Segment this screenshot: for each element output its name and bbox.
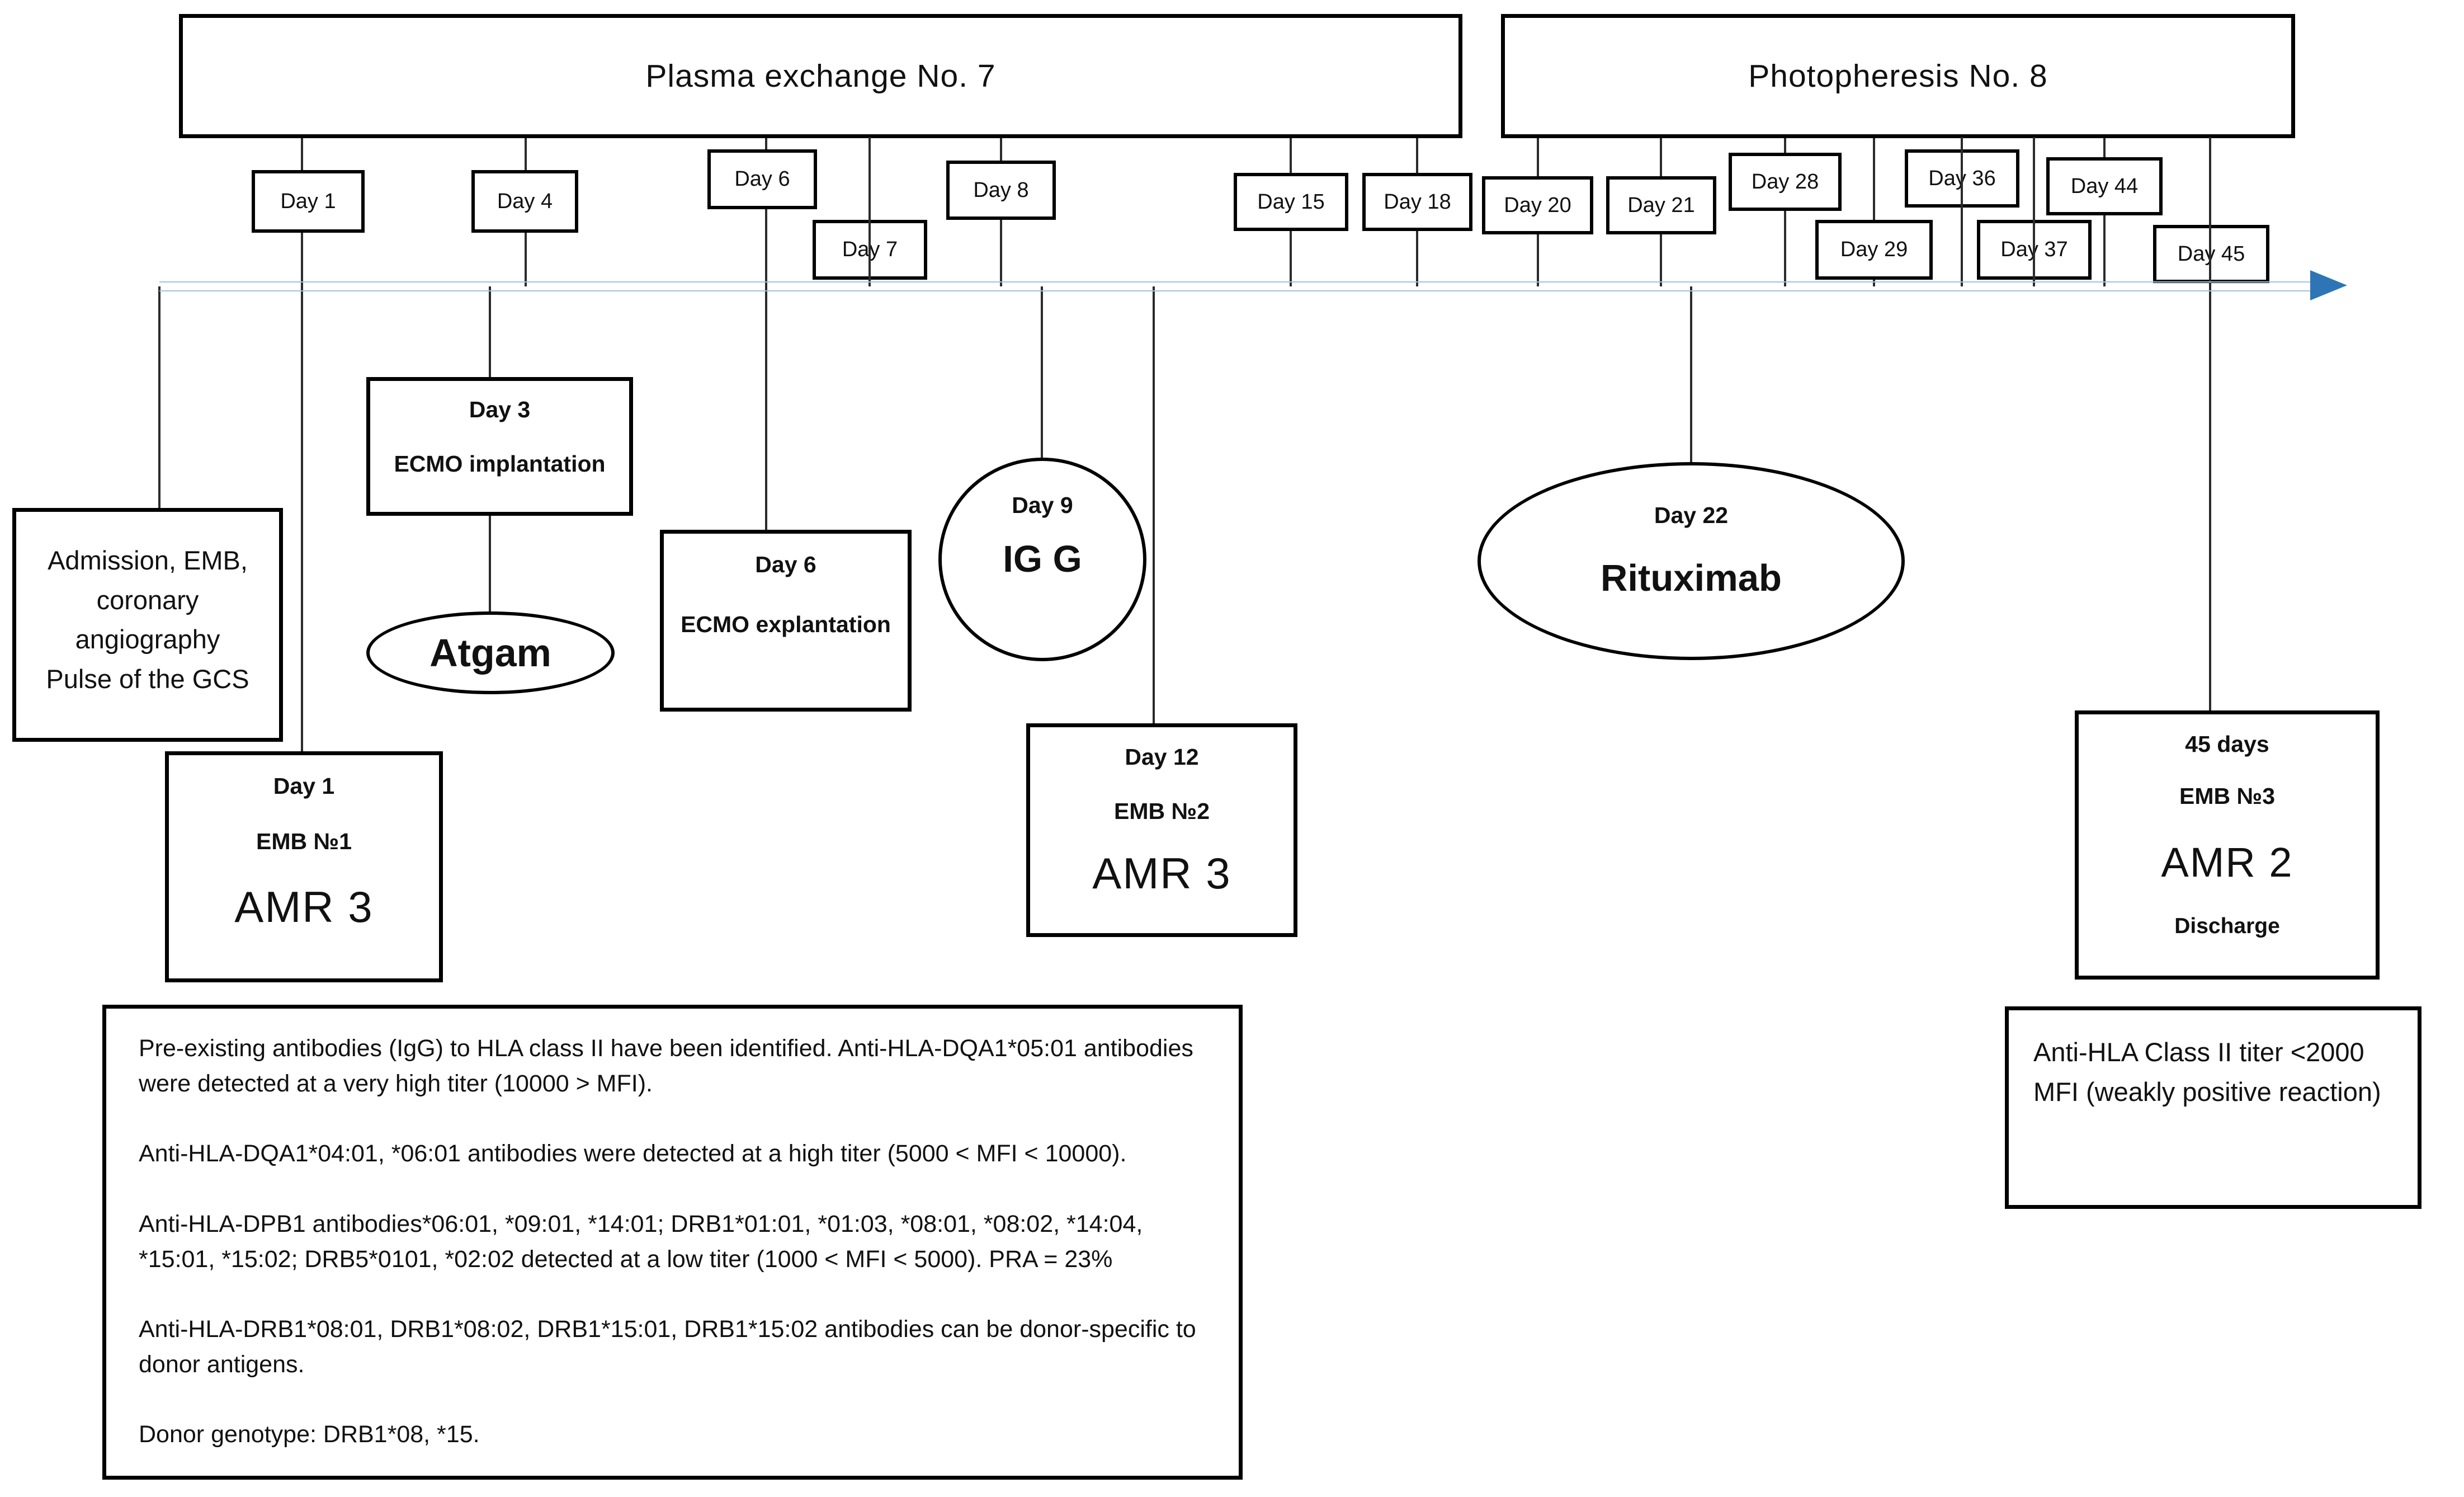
phase-header-plasma-exchange-label: Plasma exchange No. 7 [645, 58, 996, 94]
connector-emb2 [1153, 286, 1155, 723]
event-admission-box: Admission, EMB, coronary angiography Pul… [12, 508, 283, 742]
igg-day: Day 9 [1012, 492, 1073, 518]
day-box-29: Day 29 [1815, 220, 1933, 280]
event-rituximab-ellipse: Day 22 Rituximab [1478, 462, 1905, 660]
discharge-label: Discharge [2174, 914, 2280, 938]
emb3-result: AMR 2 [2161, 839, 2293, 886]
day-box-44-label: Day 44 [2070, 174, 2139, 198]
timeline-tick-day7 [868, 137, 871, 286]
admission-line-1: Admission, EMB, [48, 545, 248, 575]
event-igg-circle: Day 9 IG G [938, 458, 1146, 661]
connector-day6-ecmo-explantation [765, 137, 767, 530]
day-box-18-label: Day 18 [1384, 190, 1451, 214]
emb1-label: EMB №1 [256, 828, 352, 854]
timeline-tick-day29 [1873, 137, 1875, 286]
phase-header-photopheresis-label: Photopheresis No. 8 [1748, 58, 2048, 94]
connector-day1-emb1 [301, 137, 303, 751]
emb3-label: EMB №3 [2179, 783, 2275, 809]
day-box-29-label: Day 29 [1840, 238, 1908, 261]
timeline-arrowhead-icon [2310, 270, 2347, 300]
day-box-45-label: Day 45 [2177, 242, 2245, 266]
day-box-8-label: Day 8 [973, 178, 1029, 202]
titer-note-text: Anti-HLA Class II titer <2000 MFI (weakl… [2033, 1037, 2381, 1107]
day-box-21-label: Day 21 [1627, 193, 1695, 217]
day-box-21: Day 21 [1606, 176, 1716, 234]
antibody-note-paragraph-2: Anti-HLA-DQA1*04:01, *06:01 antibodies w… [139, 1140, 1127, 1168]
event-ecmo-explantation-box: Day 6 ECMO explantation [660, 530, 912, 712]
timeline-tick-day28 [1784, 137, 1786, 286]
emb2-label: EMB №2 [1113, 798, 1210, 824]
emb1-result: AMR 3 [234, 882, 374, 931]
atgam-label: Atgam [429, 631, 551, 675]
rituximab-day: Day 22 [1654, 502, 1729, 528]
antibody-note-paragraph-1: Pre-existing antibodies (IgG) to HLA cla… [139, 1035, 1193, 1098]
ecmo-implantation-label: ECMO implantation [394, 451, 606, 477]
day-box-6-label: Day 6 [734, 167, 790, 191]
connector-day3-atgam [489, 516, 491, 611]
day-box-4: Day 4 [471, 170, 578, 233]
day-box-18: Day 18 [1362, 173, 1472, 231]
event-atgam-ellipse: Atgam [366, 611, 615, 694]
admission-line-4: Pulse of the GCS [46, 663, 249, 694]
connector-day45-emb3 [2209, 137, 2211, 710]
day-box-20-label: Day 20 [1504, 193, 1571, 217]
day-box-45: Day 45 [2153, 225, 2269, 283]
timeline-tick-day36 [1961, 137, 1963, 286]
antibody-note-paragraph-4: Anti-HLA-DRB1*08:01, DRB1*08:02, DRB1*15… [139, 1316, 1196, 1378]
event-emb1-box: Day 1 EMB №1 AMR 3 [165, 751, 443, 982]
event-emb3-discharge-box: 45 days EMB №3 AMR 2 Discharge [2075, 710, 2380, 980]
emb2-result: AMR 3 [1092, 849, 1231, 898]
day-box-1: Day 1 [252, 170, 365, 233]
titer-note-box: Anti-HLA Class II titer <2000 MFI (weakl… [2005, 1006, 2421, 1209]
antibody-note-paragraph-3: Anti-HLA-DPB1 antibodies*06:01, *09:01, … [139, 1210, 1143, 1273]
connector-day3-box [489, 286, 491, 377]
day-box-20: Day 20 [1482, 176, 1593, 234]
timeline-arrow-bar [159, 281, 2311, 291]
day-box-6: Day 6 [707, 149, 817, 209]
connector-rituximab [1690, 286, 1692, 462]
ecmo-explantation-label: ECMO explantation [681, 611, 891, 637]
day-box-15-label: Day 15 [1257, 190, 1325, 214]
antibody-note-paragraph-5: Donor genotype: DRB1*08, *15. [139, 1421, 480, 1448]
ecmo-explantation-day: Day 6 [755, 552, 816, 577]
admission-line-2: coronary [96, 585, 199, 615]
igg-label: IG G [1003, 538, 1082, 580]
day-box-4-label: Day 4 [497, 189, 553, 213]
connector-admission [158, 286, 161, 508]
phase-header-photopheresis: Photopheresis No. 8 [1501, 14, 2295, 138]
connector-igg [1041, 286, 1043, 458]
antibody-notes-box: Pre-existing antibodies (IgG) to HLA cla… [102, 1005, 1243, 1480]
phase-header-plasma-exchange: Plasma exchange No. 7 [179, 14, 1462, 138]
event-emb2-box: Day 12 EMB №2 AMR 3 [1026, 723, 1297, 937]
admission-line-3: angiography [75, 624, 220, 654]
day-box-8: Day 8 [946, 161, 1056, 220]
day-box-44: Day 44 [2046, 157, 2163, 215]
ecmo-implantation-day: Day 3 [469, 397, 531, 422]
rituximab-label: Rituximab [1601, 557, 1782, 599]
day-box-1-label: Day 1 [280, 189, 336, 213]
day-box-28: Day 28 [1729, 153, 1842, 211]
day-box-15: Day 15 [1234, 173, 1348, 231]
timeline-tick-day37 [2033, 137, 2035, 286]
day-box-28-label: Day 28 [1751, 170, 1819, 194]
emb3-day: 45 days [2185, 731, 2269, 757]
emb1-day: Day 1 [273, 773, 335, 799]
emb2-day: Day 12 [1125, 744, 1199, 770]
event-ecmo-implantation-box: Day 3 ECMO implantation [366, 377, 633, 516]
